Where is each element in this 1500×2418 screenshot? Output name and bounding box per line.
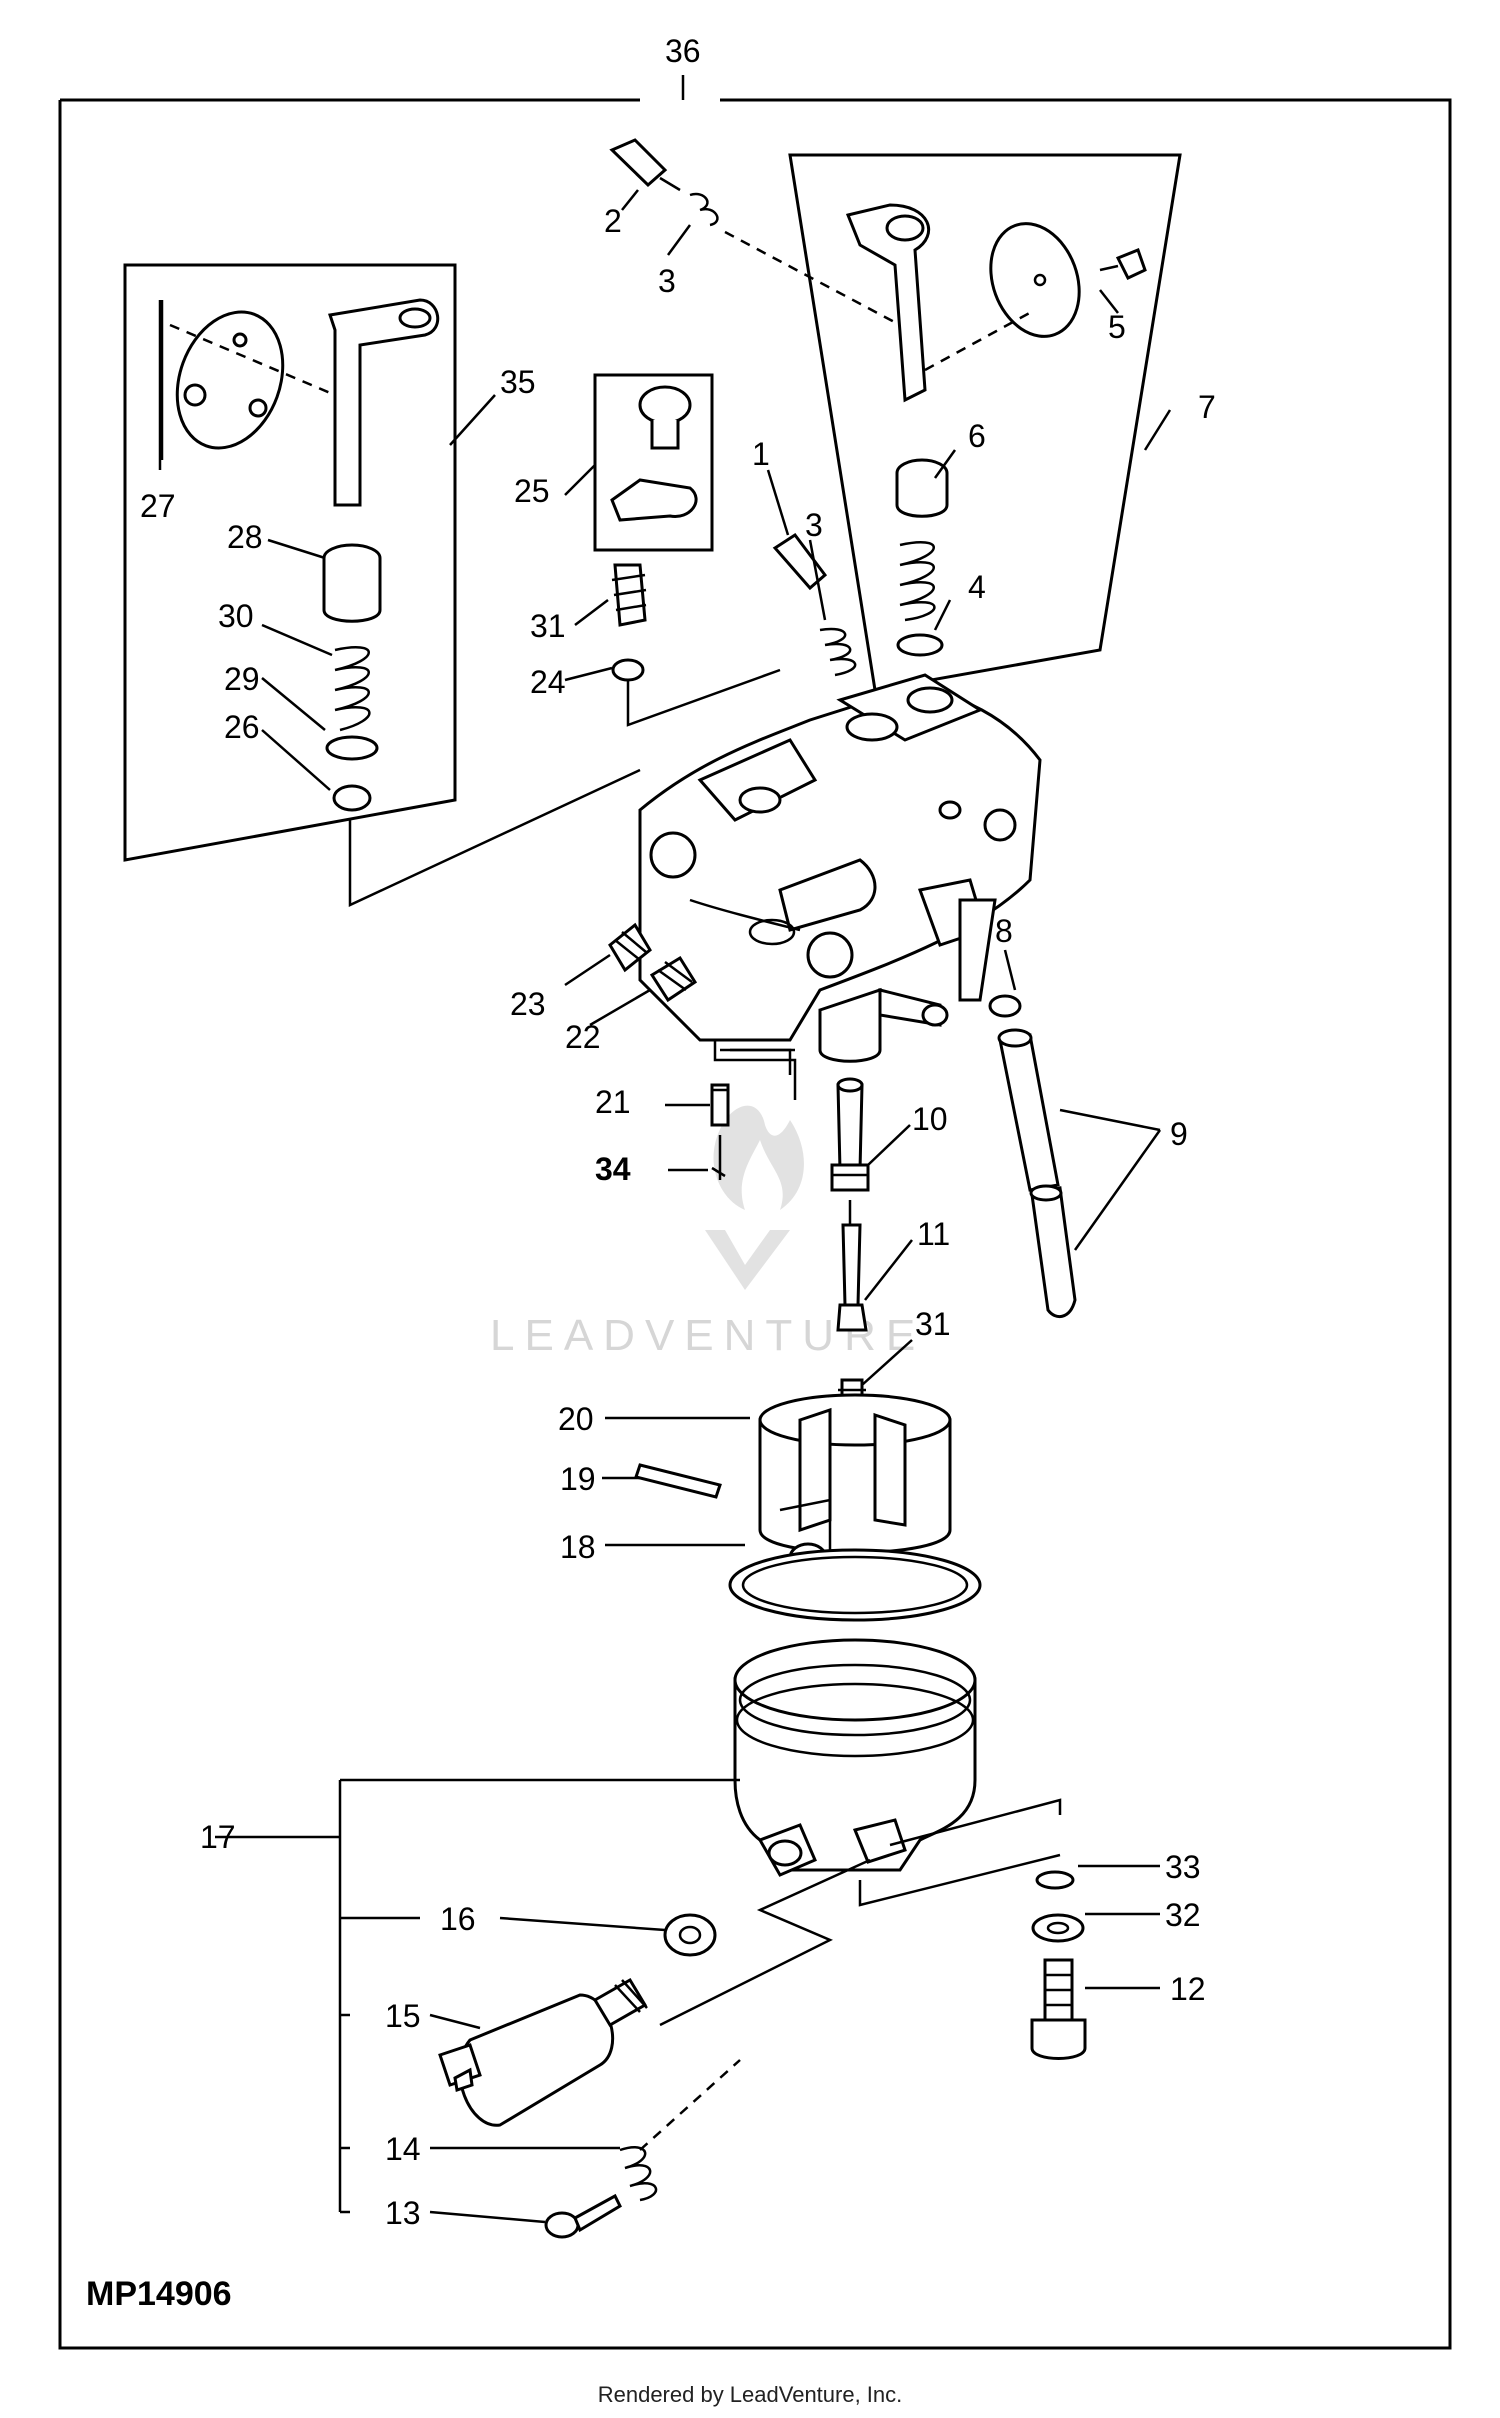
callout-24: 24 (530, 664, 566, 700)
callout-33: 33 (1165, 1849, 1201, 1885)
solenoid-15 (438, 1977, 648, 2127)
needle-11 (836, 1200, 868, 1332)
callout-32: 32 (1165, 1897, 1201, 1933)
callout-4: 4 (968, 569, 986, 605)
callout-31-upper: 31 (530, 608, 566, 644)
callout-7: 7 (1198, 389, 1216, 425)
watermark-logo: LEADVENTURE (490, 1105, 915, 1360)
callout-17: 17 (200, 1819, 236, 1855)
washer-16 (663, 1913, 717, 1957)
callout-28: 28 (227, 519, 263, 555)
drain-screw-12 (1030, 1958, 1087, 2060)
callout-13: 13 (385, 2195, 421, 2231)
float-pin-19 (634, 1463, 722, 1499)
clip-34 (711, 1166, 726, 1178)
inset-idle-screw (593, 373, 781, 727)
callout-34: 34 (595, 1151, 631, 1187)
callout-3-mid: 3 (805, 507, 823, 543)
float-20 (758, 1393, 952, 1574)
callout-8: 8 (995, 913, 1013, 949)
pin-21 (710, 1083, 730, 1180)
callout-26: 26 (224, 709, 260, 745)
washer-32 (1031, 1913, 1085, 1943)
callout-9: 9 (1170, 1116, 1188, 1152)
callout-25: 25 (514, 473, 550, 509)
inset-choke-assembly (609, 138, 1182, 692)
callout-35: 35 (500, 364, 536, 400)
callout-labels: 36 2 3 5 7 6 4 35 27 28 30 29 26 25 31 2… (86, 33, 1216, 2313)
callout-30: 30 (218, 598, 254, 634)
hose-9 (997, 1028, 1077, 1319)
float-bowl-17 (659, 1638, 1062, 2027)
callout-36: 36 (665, 33, 701, 69)
callout-15: 15 (385, 1998, 421, 2034)
callout-27: 27 (140, 488, 176, 524)
callout-14: 14 (385, 2131, 421, 2167)
callout-10: 10 (912, 1101, 948, 1137)
carburetor-body (638, 673, 1042, 1100)
callout-12: 12 (1170, 1971, 1206, 2007)
callout-5: 5 (1108, 309, 1126, 345)
callout-6: 6 (968, 418, 986, 454)
screw-13 (544, 2193, 622, 2239)
callout-16: 16 (440, 1901, 476, 1937)
spring-14 (619, 2146, 658, 2202)
callout-22: 22 (565, 1019, 601, 1055)
callout-3-top: 3 (658, 263, 676, 299)
leader-lines (158, 75, 1172, 2224)
callout-1: 1 (752, 436, 770, 472)
plug-23 (608, 922, 652, 973)
diagram-frame (58, 98, 1452, 2350)
callout-21: 21 (595, 1084, 631, 1120)
callout-11: 11 (917, 1216, 950, 1252)
o-ring-8 (988, 994, 1022, 1018)
spring-3 (819, 627, 857, 677)
inset-left-throttle (123, 263, 641, 907)
figure-id: MP14906 (86, 2275, 232, 2313)
callout-19: 19 (560, 1461, 596, 1497)
callout-29: 29 (224, 661, 260, 697)
callout-23: 23 (510, 986, 546, 1022)
callout-18: 18 (560, 1529, 596, 1565)
callout-2: 2 (604, 203, 622, 239)
callout-31-lower: 31 (915, 1306, 951, 1342)
emulsion-tube-10 (830, 1077, 870, 1192)
screw-1 (772, 532, 828, 591)
callout-20: 20 (558, 1401, 594, 1437)
gasket-18 (728, 1548, 982, 1622)
o-ring-33 (1035, 1870, 1075, 1890)
plug-22 (649, 955, 698, 1003)
credit-text: Rendered by LeadVenture, Inc. (597, 2382, 903, 2407)
